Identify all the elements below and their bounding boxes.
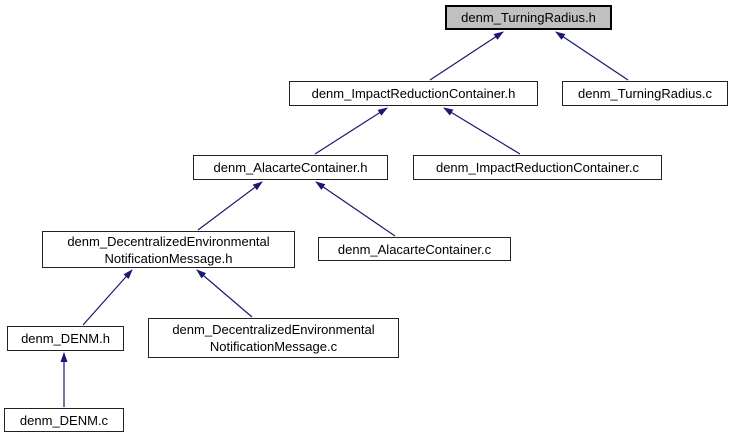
graph-node-denm-decentralizedenvironmentalnotificationmessage-h[interactable]: denm_DecentralizedEnvironmental Notifica… [42, 231, 295, 268]
graph-node-denm-impactreductioncontainer-c[interactable]: denm_ImpactReductionContainer.c [413, 155, 662, 180]
graph-node-denm-alacartecontainer-h[interactable]: denm_AlacarteContainer.h [193, 155, 388, 180]
edge-turningradius-c-to-turningradius-h [555, 31, 629, 81]
node-label: denm_ImpactReductionContainer.c [435, 160, 640, 175]
node-label: denm_AlacarteContainer.h [213, 160, 368, 175]
edge-impactreductioncontainer-c-to-impactreductioncontainer-h [443, 107, 521, 155]
node-label: denm_AlacarteContainer.c [337, 241, 492, 257]
node-label: denm_TurningRadius.c [578, 86, 712, 101]
graph-node-denm-alacartecontainer-c[interactable]: denm_AlacarteContainer.c [318, 237, 511, 261]
edge-denm-h-to-decentralizedenvironmentalnotificationmessage-h [82, 269, 133, 326]
node-label: denm_DecentralizedEnvironmental [172, 322, 375, 337]
node-label: denm_DENM.h [21, 331, 110, 346]
node-label: denm_DecentralizedEnvironmental [67, 233, 270, 249]
node-label: NotificationMessage.h [104, 250, 233, 266]
edge-decentralizedenvironmentalnotificationmessage-c-to-decentralizedenvironmentalnotificationmessage-h [196, 269, 253, 318]
graph-node-denm-denm-c[interactable]: denm_DENM.c [4, 408, 124, 432]
edge-alacartecontainer-c-to-alacartecontainer-h [315, 181, 396, 237]
edge-decentralizedenvironmentalnotificationmessage-h-to-alacartecontainer-h [197, 181, 263, 231]
graph-node-denm-denm-h[interactable]: denm_DENM.h [7, 326, 124, 351]
graph-node-denm-turningradius-h[interactable]: denm_TurningRadius.h [445, 5, 612, 30]
node-label: denm_TurningRadius.h [461, 10, 596, 25]
graph-node-denm-decentralizedenvironmentalnotificationmessage-c[interactable]: denm_DecentralizedEnvironmental Notifica… [148, 318, 399, 358]
edge-impactreductioncontainer-h-to-turningradius-h [429, 31, 504, 81]
node-label: NotificationMessage.c [209, 339, 338, 354]
graph-node-denm-turningradius-c[interactable]: denm_TurningRadius.c [562, 81, 728, 106]
edge-alacartecontainer-h-to-impactreductioncontainer-h [314, 107, 388, 155]
graph-node-denm-impactreductioncontainer-h[interactable]: denm_ImpactReductionContainer.h [289, 81, 538, 106]
node-label: denm_DENM.c [19, 412, 109, 428]
node-label: denm_ImpactReductionContainer.h [311, 86, 516, 101]
